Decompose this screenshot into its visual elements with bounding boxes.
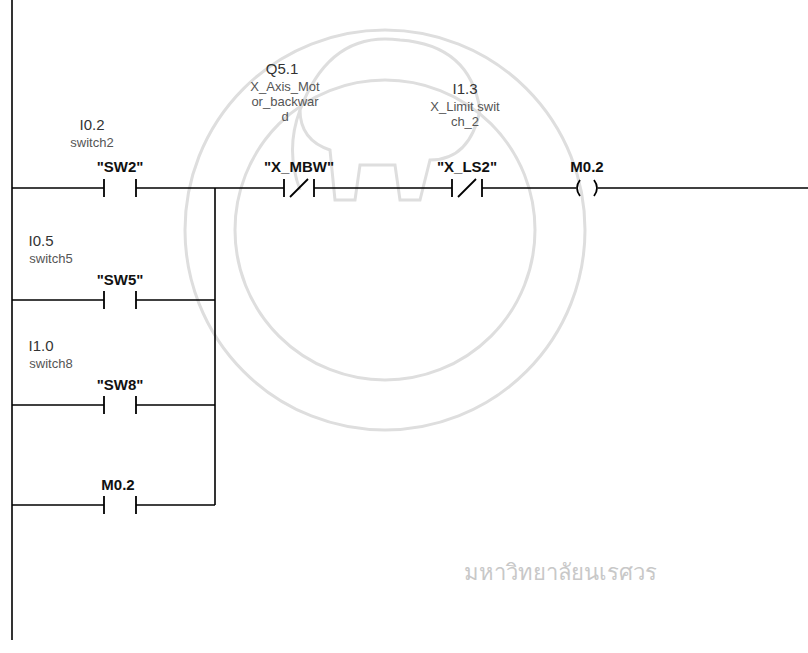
comment-label: switch5 xyxy=(16,252,86,267)
address-label: Q5.1 xyxy=(252,60,312,77)
comment-label: X_Axis_Motor_backward xyxy=(248,80,322,125)
address-label: I1.3 xyxy=(435,80,495,97)
tag-label: "SW2" xyxy=(75,158,165,175)
address-label: I1.0 xyxy=(16,337,66,354)
no-contact-symbol xyxy=(104,179,136,514)
tag-label: "SW5" xyxy=(75,271,165,288)
watermark-text: มหาวิทยาลัยนเรศวร xyxy=(430,560,690,585)
tag-label: M0.2 xyxy=(83,476,153,493)
comment-label: switch2 xyxy=(52,136,132,151)
ladder-wires xyxy=(12,0,808,640)
nc-contact-symbol xyxy=(284,179,482,197)
comment-label: switch8 xyxy=(16,357,86,372)
address-label: I0.5 xyxy=(16,232,66,249)
tag-label: "SW8" xyxy=(75,376,165,393)
address-label: I0.2 xyxy=(57,116,127,133)
coil-symbol xyxy=(577,180,597,196)
coil-label: M0.2 xyxy=(552,158,622,175)
tag-label: "X_LS2" xyxy=(417,158,517,175)
tag-label: "X_MBW" xyxy=(249,158,349,175)
watermark-emblem xyxy=(185,30,585,430)
comment-label: X_Limit switch_2 xyxy=(430,100,500,130)
